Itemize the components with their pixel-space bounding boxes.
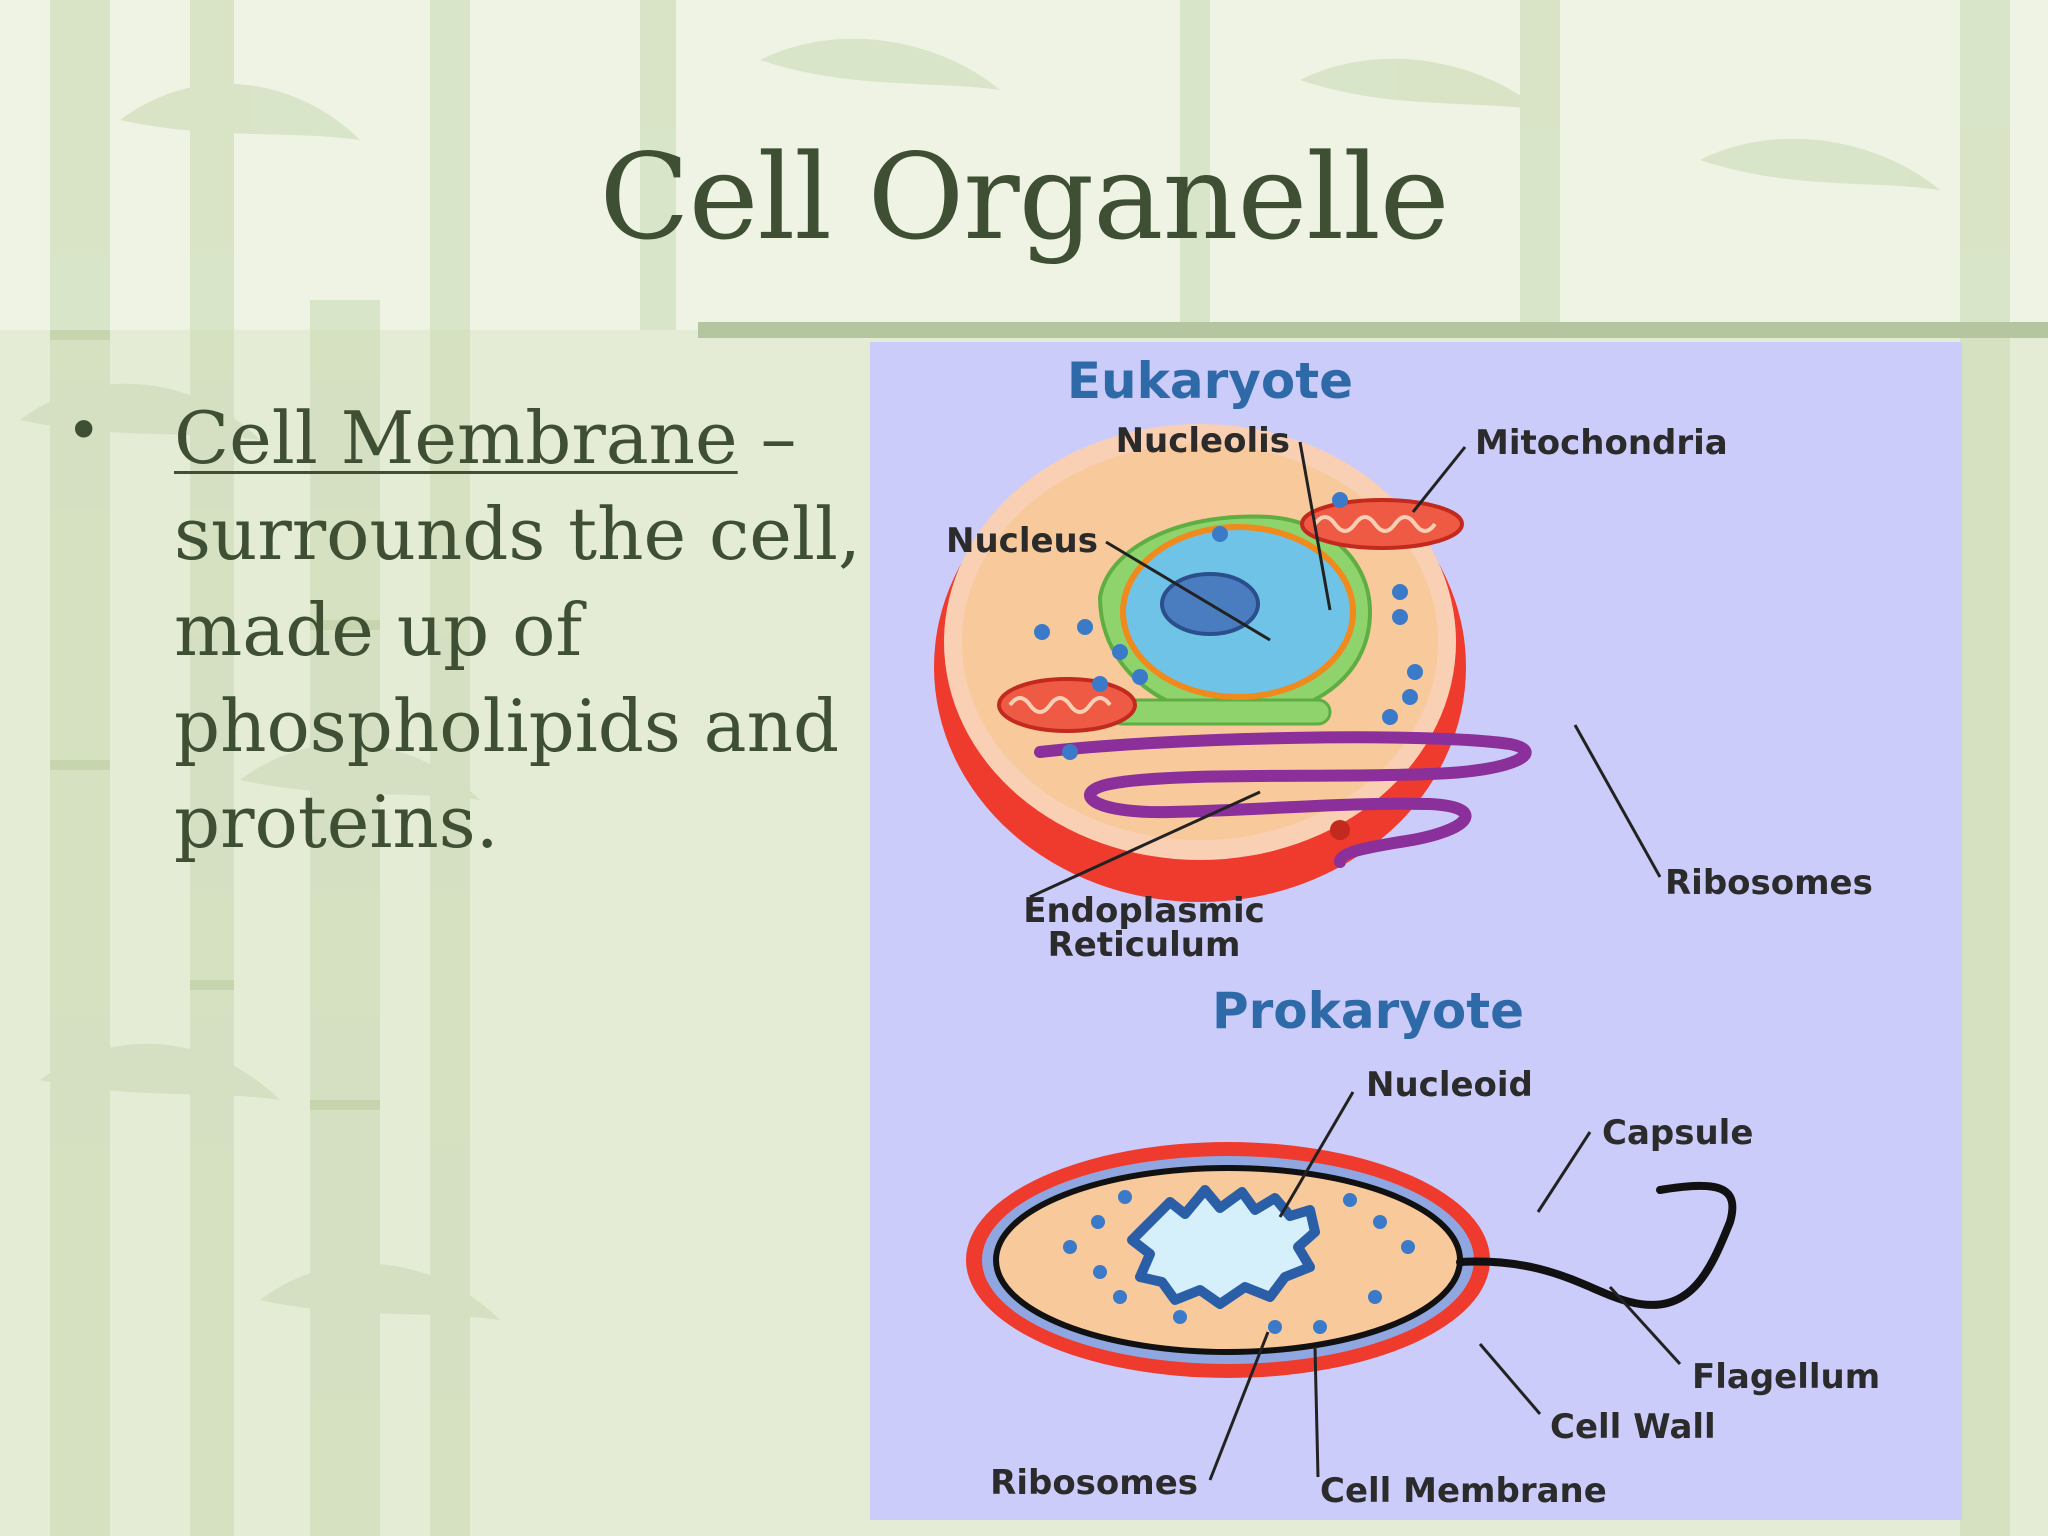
label-nucleolis: Nucleolis [1116, 421, 1290, 461]
label-flagellum: Flagellum [1692, 1357, 1880, 1397]
cell-diagram: Eukaryote [870, 342, 1962, 1520]
mitochondrion-top [1300, 498, 1464, 550]
label-ribosomes-prokaryote: Ribosomes [990, 1463, 1198, 1503]
eukaryote-heading: Eukaryote [1067, 352, 1353, 410]
mitochondrion-left [997, 677, 1137, 733]
label-nucleus: Nucleus [946, 521, 1098, 561]
label-nucleoid: Nucleoid [1366, 1065, 1533, 1105]
eukaryote-leader-lines [1029, 441, 1662, 899]
flagellum-shape [1456, 1181, 1737, 1309]
label-er-line2: Reticulum [1048, 925, 1241, 965]
label-capsule: Capsule [1602, 1113, 1753, 1153]
bullet-dash: – [737, 396, 797, 480]
bullet-marker: • [66, 396, 102, 466]
prokaryote-leader-lines [1208, 1091, 1682, 1481]
bullet-text: Cell Membrane – surrounds the cell, made… [174, 390, 874, 870]
nucleoid-shape [1127, 1185, 1320, 1309]
label-mitochondria: Mitochondria [1475, 423, 1728, 463]
prokaryote-heading: Prokaryote [1212, 982, 1524, 1040]
title-divider [698, 322, 2048, 338]
label-cell-membrane: Cell Membrane [1320, 1471, 1607, 1511]
bullet-description: surrounds the cell, made up of phospholi… [174, 492, 861, 864]
er-shape [1034, 731, 1532, 868]
slide-title: Cell Organelle [599, 128, 1449, 266]
bullet-term: Cell Membrane [174, 396, 738, 480]
prokaryote-cell [966, 1142, 1737, 1378]
label-ribosomes-eukaryote: Ribosomes [1665, 863, 1873, 903]
label-er-line1: Endoplasmic [1023, 891, 1265, 931]
label-cell-wall: Cell Wall [1550, 1407, 1716, 1447]
eukaryote-cell [934, 424, 1532, 902]
